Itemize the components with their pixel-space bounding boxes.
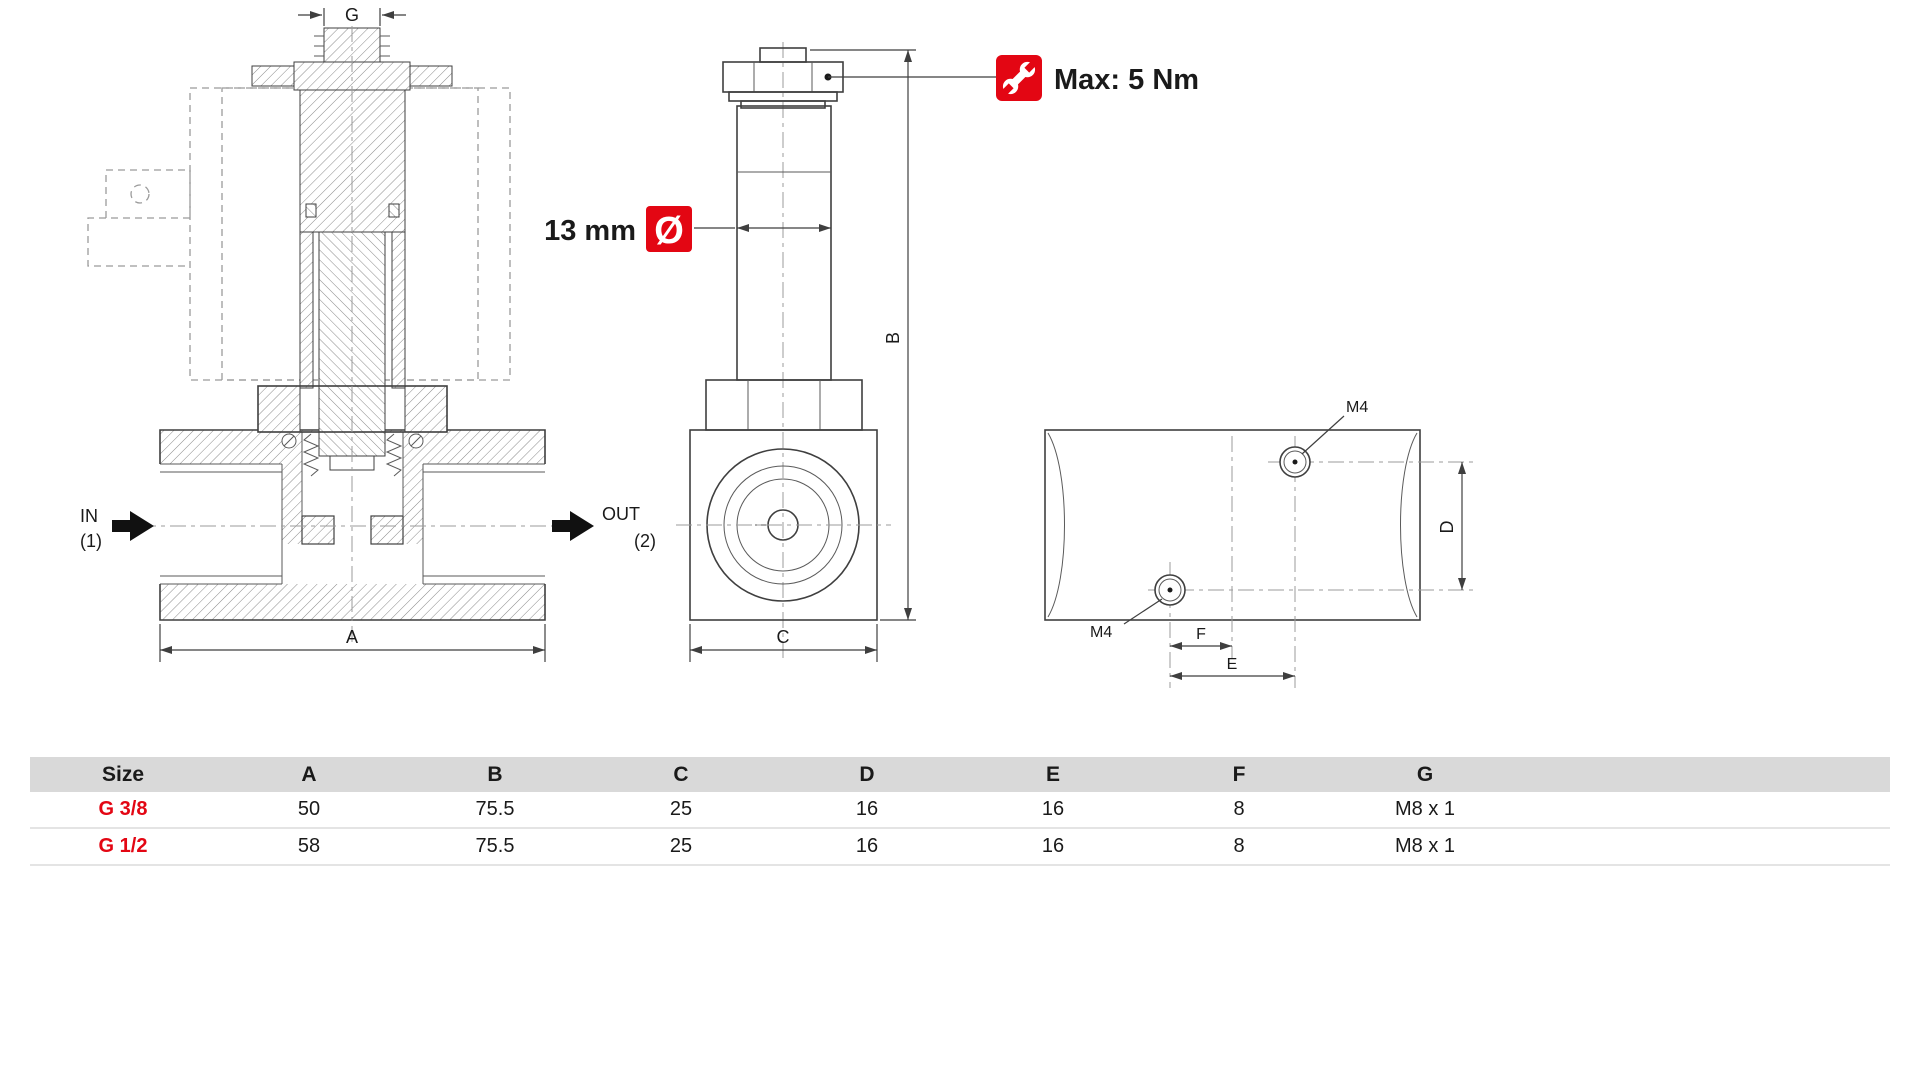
value-cell: 16 — [1041, 835, 1065, 857]
value-cell: 8 — [1233, 835, 1245, 857]
value-cell: 8 — [1233, 798, 1245, 820]
column-header-d: D — [859, 762, 875, 786]
table-row: G 1/2 58 75.5 25 16 16 8 M8 x 1 — [30, 829, 1890, 866]
dim-label-f: F — [1196, 626, 1206, 643]
m4-label-bottom: M4 — [1090, 624, 1112, 641]
in-label: IN — [80, 506, 98, 526]
armature-tube — [299, 231, 314, 389]
table-row: G 3/8 50 75.5 25 16 16 8 M8 x 1 — [30, 792, 1890, 829]
dim-label-d: D — [1437, 521, 1457, 534]
value-cell: 25 — [669, 798, 693, 820]
value-cell: M8 x 1 — [1394, 798, 1456, 820]
valve-technical-drawing: G A IN (1) OUT (2) — [80, 5, 1474, 688]
value-cell: 25 — [669, 835, 693, 857]
column-header-c: C — [673, 762, 689, 786]
column-header-size: Size — [101, 762, 145, 786]
spring — [302, 433, 320, 477]
out-label: OUT — [602, 504, 640, 524]
column-header-b: B — [487, 762, 503, 786]
dim-label-a: A — [346, 627, 358, 647]
body-hex-nut — [705, 379, 863, 431]
diameter-symbol: Ø — [654, 210, 684, 252]
size-cell: G 1/2 — [98, 835, 148, 857]
section-view: G A IN (1) OUT (2) — [80, 5, 656, 662]
column-header-a: A — [301, 762, 317, 786]
out-arrow-icon — [552, 511, 594, 541]
torque-note: Max: 5 Nm — [1054, 64, 1199, 96]
value-cell: 75.5 — [475, 835, 515, 857]
value-cell: M8 x 1 — [1394, 835, 1456, 857]
value-cell: 50 — [297, 798, 321, 820]
connector-tab — [105, 169, 191, 219]
coil-cylinder — [736, 105, 832, 381]
value-cell: 75.5 — [475, 798, 515, 820]
value-cell: 16 — [1041, 798, 1065, 820]
bottom-view: M4 M4 D F E — [1044, 399, 1474, 688]
m4-label-top: M4 — [1346, 399, 1368, 416]
table-header-row: Size A B C D E F G — [30, 757, 1890, 792]
front-view: Max: 5 Nm 13 mm Ø — [544, 42, 1199, 662]
valve-seat — [301, 515, 335, 545]
dim-label-e: E — [1227, 656, 1238, 673]
dim-label-b: B — [883, 332, 903, 344]
out-port-number: (2) — [634, 531, 656, 551]
column-header-f: F — [1232, 762, 1246, 786]
value-cell: 58 — [297, 835, 321, 857]
in-port-number: (1) — [80, 531, 102, 551]
wrench-icon — [1000, 59, 1038, 97]
diameter-value: 13 mm — [544, 215, 636, 247]
value-cell: 16 — [855, 835, 879, 857]
bonnet — [257, 385, 301, 433]
dim-label-g: G — [345, 5, 359, 25]
dim-label-c: C — [777, 627, 790, 647]
value-cell: 16 — [855, 798, 879, 820]
size-cell: G 3/8 — [98, 798, 148, 820]
diameter-badge — [646, 206, 692, 252]
dimension-table: Size A B C D E F G G 3/8 50 75.5 25 16 1… — [30, 757, 1890, 866]
in-arrow-icon — [112, 511, 154, 541]
column-header-g: G — [1416, 762, 1434, 786]
column-header-e: E — [1045, 762, 1060, 786]
